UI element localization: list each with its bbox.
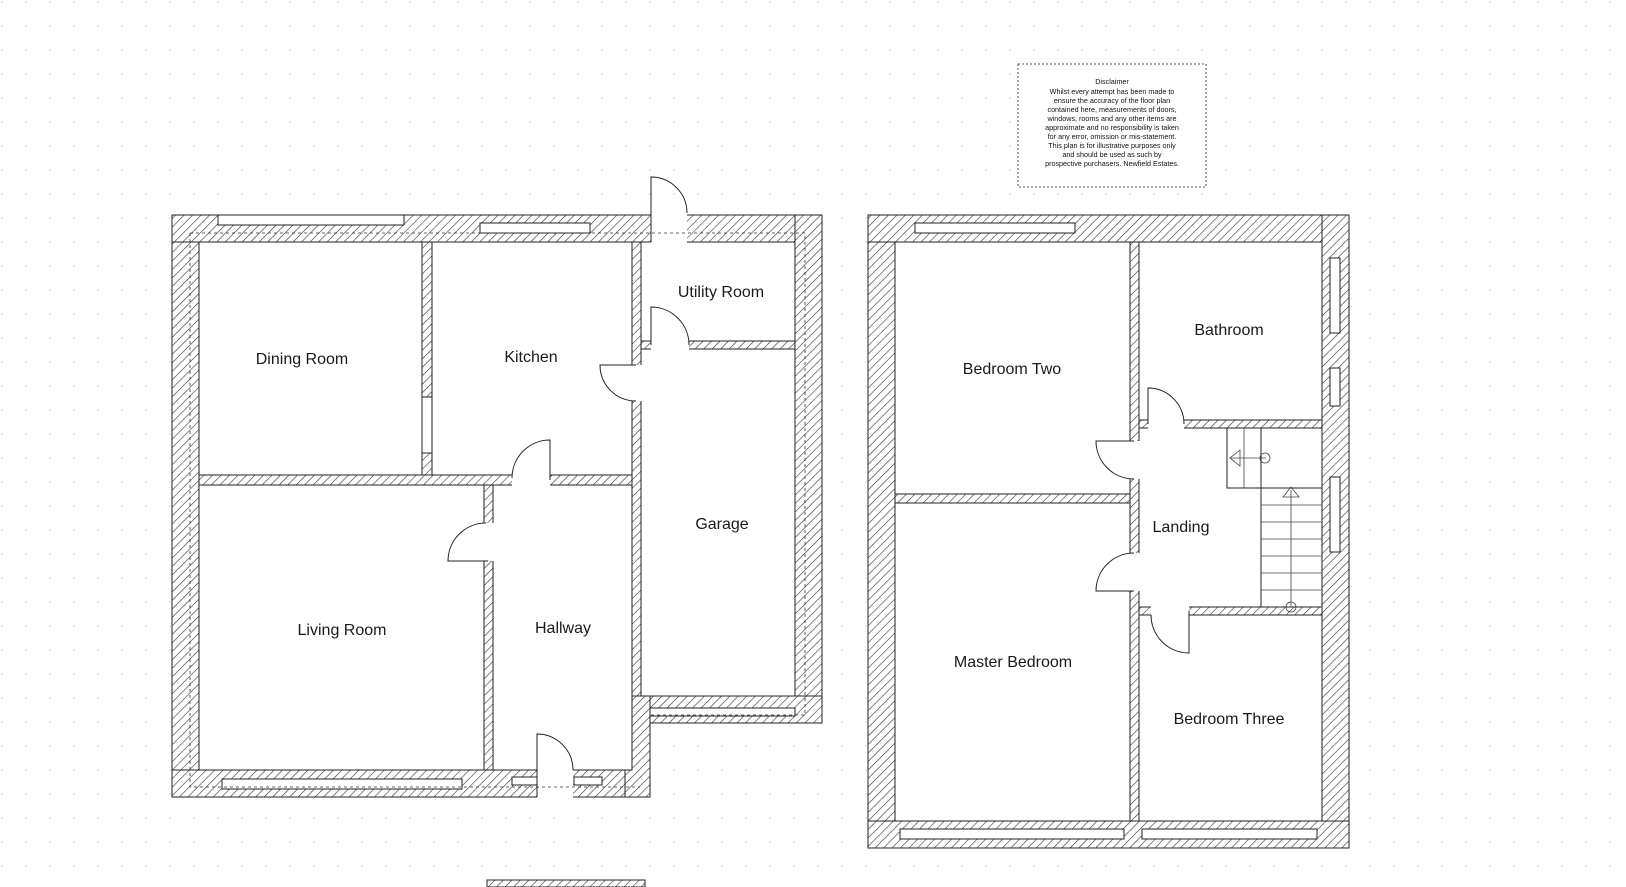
disclaimer-line: and should be used as such by	[1062, 150, 1162, 159]
label-dining-room: Dining Room	[256, 351, 348, 368]
disclaimer-line: ensure the accuracy of the floor plan	[1054, 96, 1170, 105]
first-floor: Bedroom Two Bathroom Landing Master Bedr…	[867, 214, 1350, 849]
disclaimer-line: contained here, measurements of doors,	[1047, 105, 1176, 114]
label-garage: Garage	[695, 516, 748, 533]
label-bathroom: Bathroom	[1194, 322, 1263, 339]
disclaimer-title: Disclaimer	[1095, 77, 1129, 86]
label-utility-room: Utility Room	[678, 284, 764, 301]
disclaimer-line: approximate and no responsibility is tak…	[1045, 123, 1179, 132]
disclaimer-box: Disclaimer Whilst every attempt has been…	[1017, 63, 1207, 188]
cropped-wall-fragment	[486, 879, 646, 887]
disclaimer-line: This plan is for illustrative purposes o…	[1048, 141, 1176, 150]
ground-floor: Dining Room Kitchen Utility Room Garage …	[171, 176, 823, 798]
label-living-room: Living Room	[298, 622, 387, 639]
label-bedroom-three: Bedroom Three	[1174, 711, 1285, 728]
label-kitchen: Kitchen	[504, 349, 557, 366]
disclaimer-line: prospective purchasers. Newfield Estates…	[1045, 159, 1179, 168]
disclaimer-line: for any error, omission or mis-statement…	[1048, 132, 1177, 141]
label-bedroom-two: Bedroom Two	[963, 361, 1062, 378]
label-landing: Landing	[1153, 519, 1210, 536]
disclaimer-line: Whilst every attempt has been made to	[1050, 87, 1175, 96]
label-hallway: Hallway	[535, 620, 591, 637]
disclaimer-line: windows, rooms and any other items are	[1046, 114, 1176, 123]
label-master-bedroom: Master Bedroom	[954, 654, 1072, 671]
